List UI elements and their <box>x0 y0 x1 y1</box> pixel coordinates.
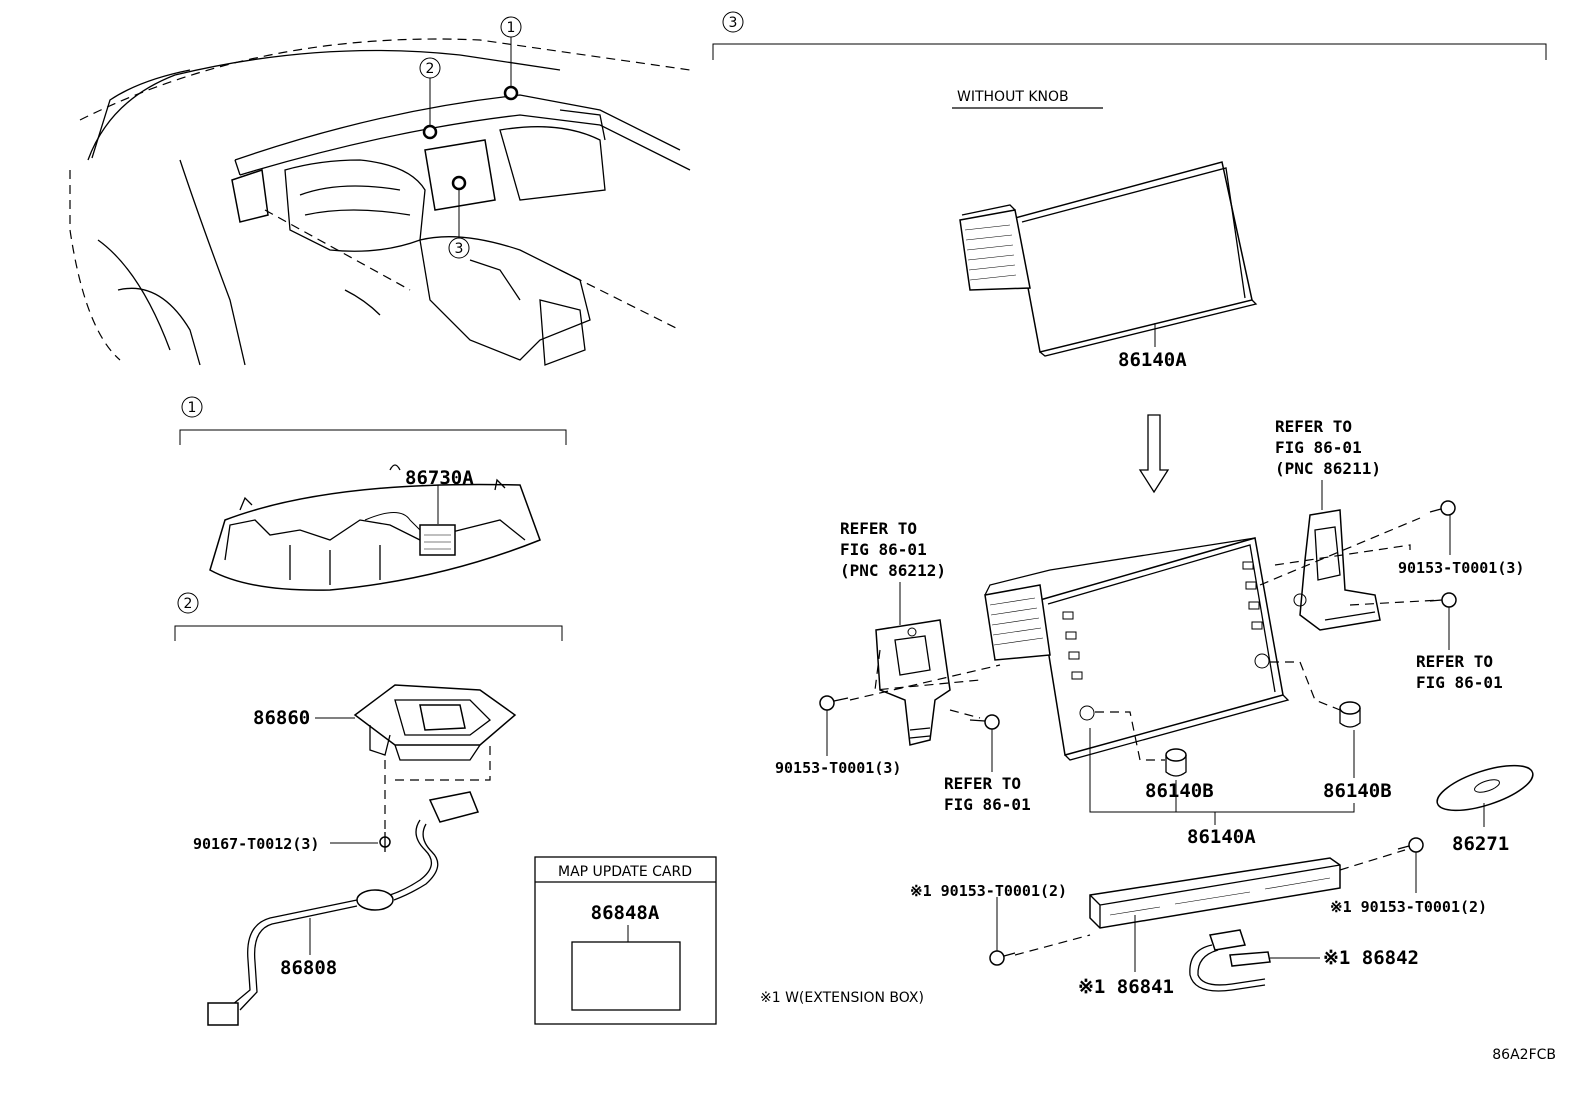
section-2: 2 86860 90167-T0012(3) <box>174 592 563 1026</box>
part-86140A-bottom: 86140A <box>1187 826 1256 848</box>
part-90153-left: 90153-T0001(3) <box>775 759 901 777</box>
part-86140A-top: 86140A <box>1118 349 1187 371</box>
part-86140B-a: 86140B <box>1145 780 1214 802</box>
harness-86842-drawing <box>1189 929 1271 992</box>
screw-90167 <box>379 832 391 852</box>
part-90153-right: 90153-T0001(3) <box>1398 559 1524 577</box>
screw-ext-left <box>989 950 1016 966</box>
svg-text:1: 1 <box>507 20 516 36</box>
disc-drawing <box>1436 764 1534 812</box>
knob-b <box>1339 701 1361 728</box>
map-update-card-box: MAP UPDATE CARD 86848A <box>534 856 717 1025</box>
refer-fig-a-line-1: REFER TO <box>944 774 1021 793</box>
part-86842: ※1 86842 <box>1323 947 1419 969</box>
dashboard-overview: 1 2 3 <box>69 16 691 366</box>
screw-90153-left <box>819 695 849 711</box>
screw-90153-right <box>1429 500 1456 516</box>
map-update-card-title: MAP UPDATE CARD <box>558 864 692 880</box>
extension-box-note: ※1 W(EXTENSION BOX) <box>760 990 924 1006</box>
display-unit-top-drawing <box>959 161 1258 357</box>
figure-code: 86A2FCB <box>1492 1047 1556 1063</box>
refer-fig-a-line-2: FIG 86-01 <box>944 795 1031 814</box>
part-86841: ※1 86841 <box>1078 976 1174 998</box>
callout-3: 3 <box>448 237 470 259</box>
refer-left-line-1: REFER TO <box>840 519 917 538</box>
screw-ext-right <box>1397 837 1424 853</box>
part-86271: 86271 <box>1452 833 1509 855</box>
screw-refer-a <box>969 714 1000 730</box>
refer-fig-b-line-1: REFER TO <box>1416 652 1493 671</box>
refer-right-line-2: FIG 86-01 <box>1275 438 1362 457</box>
part-90153-ext-left: ※1 90153-T0001(2) <box>910 882 1067 900</box>
svg-text:3: 3 <box>455 241 464 257</box>
part-86848A: 86848A <box>591 902 660 924</box>
part-86808: 86808 <box>280 957 337 979</box>
overhead-console-drawing <box>209 464 541 591</box>
refer-left-line-3: (PNC 86212) <box>840 561 946 580</box>
right-bracket-drawing <box>1293 509 1381 631</box>
knob-a <box>1165 748 1187 777</box>
arrow-down-icon <box>1138 414 1170 494</box>
section-3-number: 3 <box>729 15 738 31</box>
section-1: 1 86730A <box>179 396 567 591</box>
left-bracket-drawing <box>875 619 951 746</box>
part-90167-T0012: 90167-T0012(3) <box>193 835 319 853</box>
screw-refer-b <box>1429 592 1457 608</box>
part-86140B-b: 86140B <box>1323 780 1392 802</box>
microphone-housing-drawing <box>353 684 517 761</box>
map-card-drawing <box>571 941 681 1011</box>
refer-fig-b-line-2: FIG 86-01 <box>1416 673 1503 692</box>
display-assembly-drawing <box>984 537 1290 761</box>
section-3: 3 WITHOUT KNOB 86140A REFER TO F <box>712 11 1547 1006</box>
without-knob-label: WITHOUT KNOB <box>957 89 1069 105</box>
part-86860: 86860 <box>253 707 310 729</box>
refer-right-line-3: (PNC 86211) <box>1275 459 1381 478</box>
callout-2: 2 <box>419 57 441 79</box>
refer-left-line-2: FIG 86-01 <box>840 540 927 559</box>
section-2-number: 2 <box>184 596 193 612</box>
callout-1: 1 <box>500 16 522 38</box>
extension-box-drawing <box>1089 857 1341 929</box>
wire-harness-drawing <box>207 791 480 1026</box>
part-86730A: 86730A <box>405 467 474 489</box>
section-1-number: 1 <box>188 400 197 416</box>
part-90153-ext-right: ※1 90153-T0001(2) <box>1330 898 1487 916</box>
svg-text:2: 2 <box>426 61 435 77</box>
refer-right-line-1: REFER TO <box>1275 417 1352 436</box>
